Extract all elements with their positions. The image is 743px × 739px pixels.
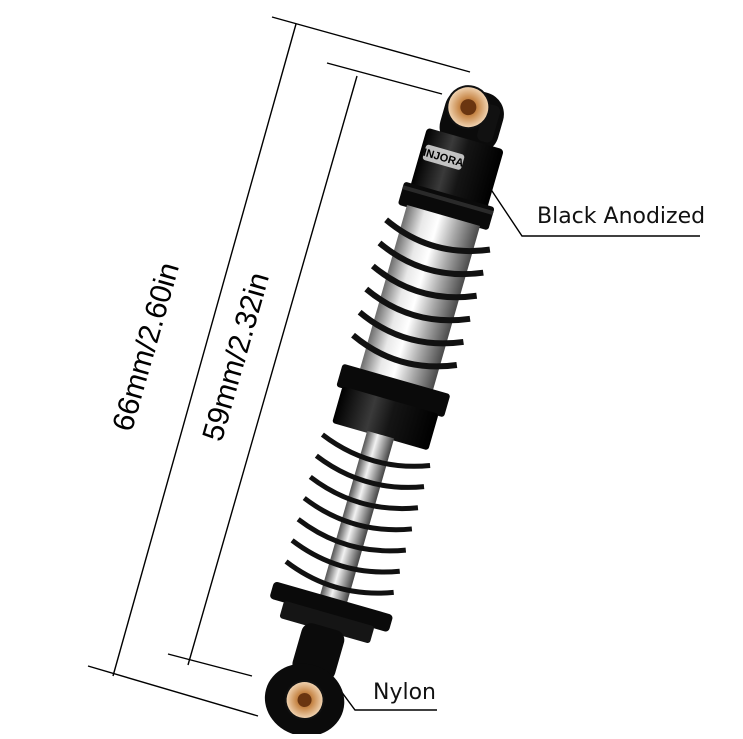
spring-collar — [336, 364, 450, 417]
body-dim-line — [187, 75, 358, 666]
overall-dim-bottom-ext — [87, 665, 259, 717]
bottom-spring-seat — [270, 581, 393, 632]
black-anodized-label: Black Anodized — [537, 204, 706, 229]
chrome-body — [357, 205, 481, 400]
dimension-lines — [87, 16, 471, 717]
body-dim-top-ext — [326, 62, 443, 95]
body-dim-bottom-ext — [167, 653, 253, 677]
bottom-rod-end — [264, 623, 345, 737]
shock-absorber: INJORA — [264, 85, 504, 737]
nylon-label: Nylon — [373, 680, 436, 705]
black-anodized-leader — [487, 184, 700, 237]
overall-dim-top-ext — [271, 16, 471, 73]
lower-spring — [284, 432, 431, 596]
overall-dim-line — [112, 23, 297, 677]
upper-spring — [351, 217, 491, 370]
